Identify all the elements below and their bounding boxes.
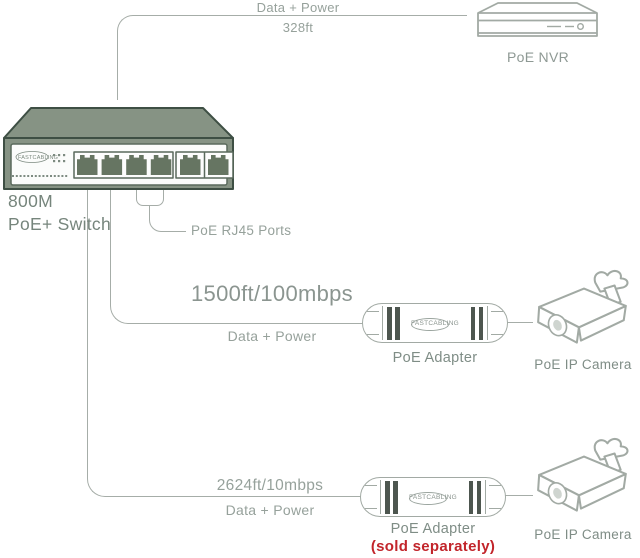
adapter-cap-divider (380, 480, 381, 514)
wire-middle-adapter-to-camera (507, 322, 533, 323)
poe-switch-icon: FASTCABLING (3, 107, 234, 190)
ports-callout-label: PoE RJ45 Ports (191, 223, 292, 238)
wire-bottom-adapter-to-camera (505, 495, 533, 496)
poe-adapter-bottom-icon: FASTCABLING (360, 477, 506, 517)
switch-model-label: 800M (8, 191, 53, 211)
ports-callout-bracket (136, 189, 164, 206)
middle-run-link-label: Data + Power (227, 328, 317, 344)
switch-brand-logo: FASTCABLING (18, 155, 58, 161)
adapter-brand-logo: FASTCABLING (361, 478, 505, 516)
wire-switch-to-middle-adapter (110, 189, 365, 324)
nvr-label: PoE NVR (506, 49, 569, 65)
poe-adapter-middle-icon: FASTCABLING (362, 303, 508, 343)
middle-adapter-label: PoE Adapter (392, 350, 478, 366)
poe-nvr-icon (477, 2, 598, 37)
switch-type-label: PoE+ Switch (8, 214, 112, 234)
nvr-link-distance: 328ft (282, 20, 314, 35)
nvr-link-label: Data + Power (256, 0, 340, 15)
middle-run-distance: 1500ft/100mbps (191, 281, 353, 306)
wire-switch-to-nvr (117, 15, 467, 100)
poe-camera-bottom-icon (537, 437, 629, 512)
wire-switch-to-bottom-adapter (87, 189, 362, 497)
ports-callout-leader (149, 205, 186, 232)
adapter-brand-logo: FASTCABLING (363, 304, 507, 342)
poe-camera-middle-icon (537, 269, 629, 344)
bottom-adapter-label: PoE Adapter (390, 521, 476, 537)
bottom-camera-label: PoE IP Camera (534, 527, 632, 542)
adapter-cap-divider (487, 306, 488, 340)
adapter-cap-divider (382, 306, 383, 340)
middle-camera-label: PoE IP Camera (534, 357, 632, 372)
adapter-cap-divider (485, 480, 486, 514)
bottom-run-link-label: Data + Power (225, 502, 315, 518)
bottom-adapter-note: (sold separately) (370, 538, 496, 555)
bottom-run-distance: 2624ft/10mbps (216, 477, 324, 494)
